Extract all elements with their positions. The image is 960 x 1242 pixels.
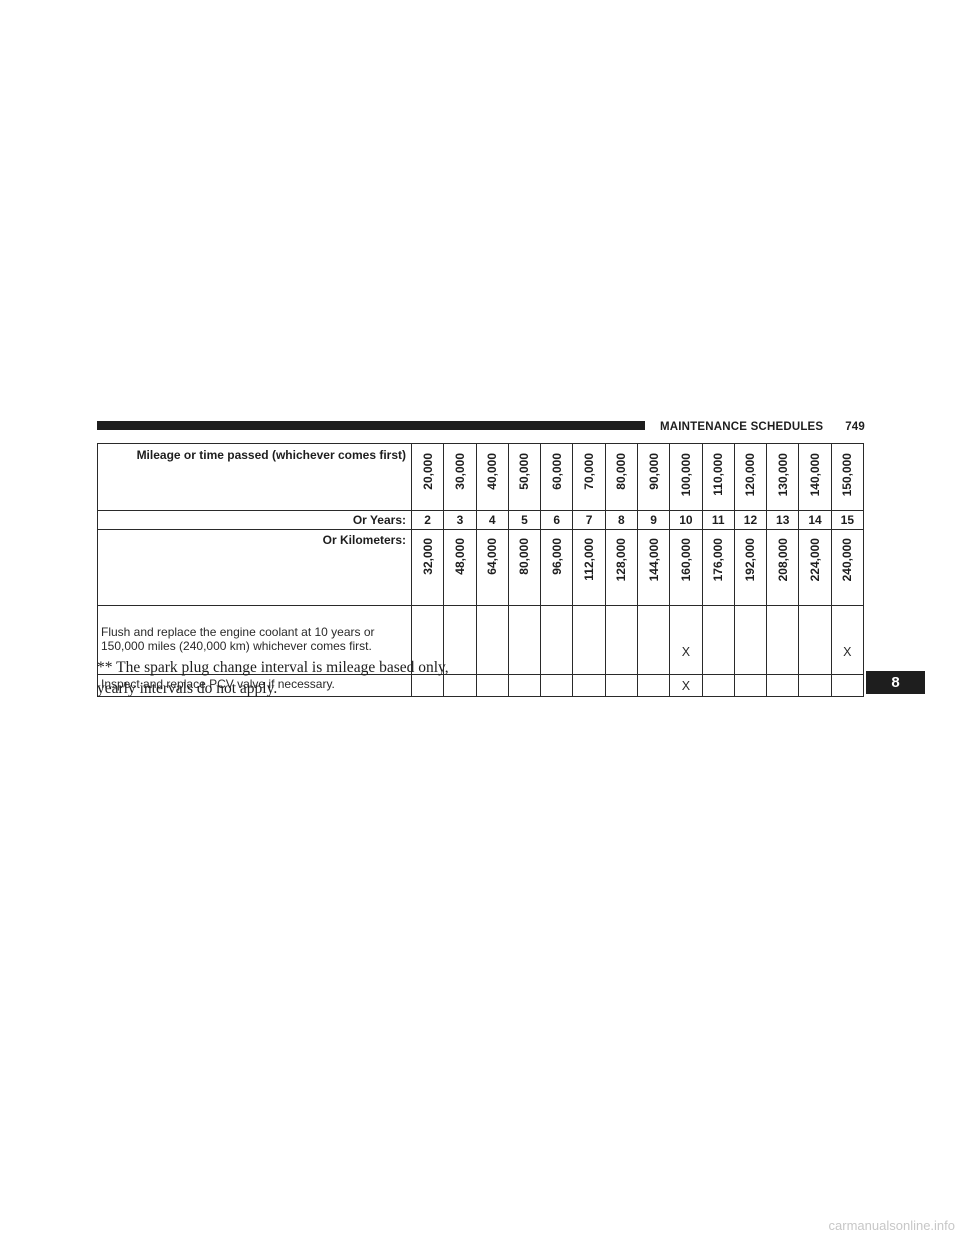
schedule-mark bbox=[733, 605, 768, 675]
years-cell: 2 bbox=[410, 510, 445, 530]
schedule-mark bbox=[507, 605, 542, 675]
mileage-cell: 130,000 bbox=[766, 443, 800, 511]
km-cell: 208,000 bbox=[766, 529, 800, 606]
years-cell: 15 bbox=[830, 510, 865, 530]
km-cell: 240,000 bbox=[830, 529, 865, 606]
km-cell: 96,000 bbox=[540, 529, 574, 606]
schedule-mark: X bbox=[669, 605, 703, 675]
mileage-cell: 70,000 bbox=[572, 443, 606, 511]
km-cell: 48,000 bbox=[443, 529, 477, 606]
page-header: MAINTENANCE SCHEDULES 749 bbox=[660, 419, 865, 435]
km-cell: 80,000 bbox=[507, 529, 542, 606]
spark-plug-footnote: ** The spark plug change interval is mil… bbox=[97, 657, 517, 699]
task-label-pcv: Inspect and replace PCV valve if necessa… bbox=[97, 674, 412, 697]
km-cell: 32,000 bbox=[410, 529, 445, 606]
years-label: Or Years: bbox=[97, 510, 412, 530]
schedule-mark bbox=[766, 674, 800, 697]
mileage-cell: 40,000 bbox=[475, 443, 509, 511]
mileage-cell: 20,000 bbox=[410, 443, 445, 511]
years-cell: 3 bbox=[443, 510, 477, 530]
mileage-cell: 80,000 bbox=[604, 443, 638, 511]
header-rule bbox=[97, 421, 645, 430]
schedule-mark bbox=[701, 605, 735, 675]
mileage-row: Mileage or time passed (whichever comes … bbox=[97, 443, 865, 511]
watermark: carmanualsonline.info bbox=[828, 1218, 955, 1233]
mileage-cell: 30,000 bbox=[443, 443, 477, 511]
years-cell: 10 bbox=[669, 510, 703, 530]
km-cell: 160,000 bbox=[669, 529, 703, 606]
mileage-cell: 50,000 bbox=[507, 443, 542, 511]
km-cell: 224,000 bbox=[798, 529, 832, 606]
schedule-mark bbox=[604, 674, 638, 697]
mileage-label: Mileage or time passed (whichever comes … bbox=[97, 443, 412, 511]
years-cell: 9 bbox=[636, 510, 671, 530]
task-label-coolant: Flush and replace the engine coolant at … bbox=[97, 605, 412, 675]
years-cell: 11 bbox=[701, 510, 735, 530]
schedule-mark bbox=[766, 605, 800, 675]
schedule-mark bbox=[733, 674, 768, 697]
km-cell: 64,000 bbox=[475, 529, 509, 606]
years-cell: 6 bbox=[540, 510, 574, 530]
mileage-cell: 90,000 bbox=[636, 443, 671, 511]
mileage-cell: 140,000 bbox=[798, 443, 832, 511]
schedule-mark bbox=[572, 674, 606, 697]
years-cell: 8 bbox=[604, 510, 638, 530]
km-cell: 192,000 bbox=[733, 529, 768, 606]
km-cell: 112,000 bbox=[572, 529, 606, 606]
schedule-mark bbox=[830, 674, 865, 697]
schedule-mark bbox=[410, 605, 445, 675]
schedule-mark bbox=[540, 605, 574, 675]
mileage-cell: 110,000 bbox=[701, 443, 735, 511]
page-number: 749 bbox=[845, 421, 865, 433]
kilometers-row: Or Kilometers: 32,000 48,000 64,000 80,0… bbox=[97, 529, 865, 606]
schedule-mark bbox=[798, 605, 832, 675]
schedule-mark bbox=[636, 674, 671, 697]
mileage-cell: 60,000 bbox=[540, 443, 574, 511]
kilometers-label: Or Kilometers: bbox=[97, 529, 412, 606]
schedule-mark bbox=[604, 605, 638, 675]
schedule-mark bbox=[701, 674, 735, 697]
years-cell: 12 bbox=[733, 510, 768, 530]
schedule-mark bbox=[540, 674, 574, 697]
table-row: Flush and replace the engine coolant at … bbox=[97, 605, 865, 675]
maintenance-schedule-table: Mileage or time passed (whichever comes … bbox=[97, 443, 865, 697]
schedule-mark bbox=[798, 674, 832, 697]
footnote-line: yearly intervals do not apply. bbox=[97, 680, 278, 697]
years-cell: 5 bbox=[507, 510, 542, 530]
schedule-mark bbox=[636, 605, 671, 675]
km-cell: 176,000 bbox=[701, 529, 735, 606]
mileage-cell: 100,000 bbox=[669, 443, 703, 511]
table-row: Inspect and replace PCV valve if necessa… bbox=[97, 674, 865, 697]
mileage-cell: 120,000 bbox=[733, 443, 768, 511]
section-title: MAINTENANCE SCHEDULES bbox=[660, 421, 824, 433]
years-row: Or Years: 2 3 4 5 6 7 8 9 10 11 12 13 14… bbox=[97, 510, 865, 530]
km-cell: 144,000 bbox=[636, 529, 671, 606]
footnote-line: ** The spark plug change interval is mil… bbox=[97, 659, 449, 676]
schedule-mark: X bbox=[669, 674, 703, 697]
schedule-mark bbox=[572, 605, 606, 675]
mileage-cell: 150,000 bbox=[830, 443, 865, 511]
years-cell: 7 bbox=[572, 510, 606, 530]
years-cell: 14 bbox=[798, 510, 832, 530]
years-cell: 4 bbox=[475, 510, 509, 530]
section-tab: 8 bbox=[866, 671, 925, 694]
schedule-mark: X bbox=[830, 605, 865, 675]
years-cell: 13 bbox=[766, 510, 800, 530]
km-cell: 128,000 bbox=[604, 529, 638, 606]
